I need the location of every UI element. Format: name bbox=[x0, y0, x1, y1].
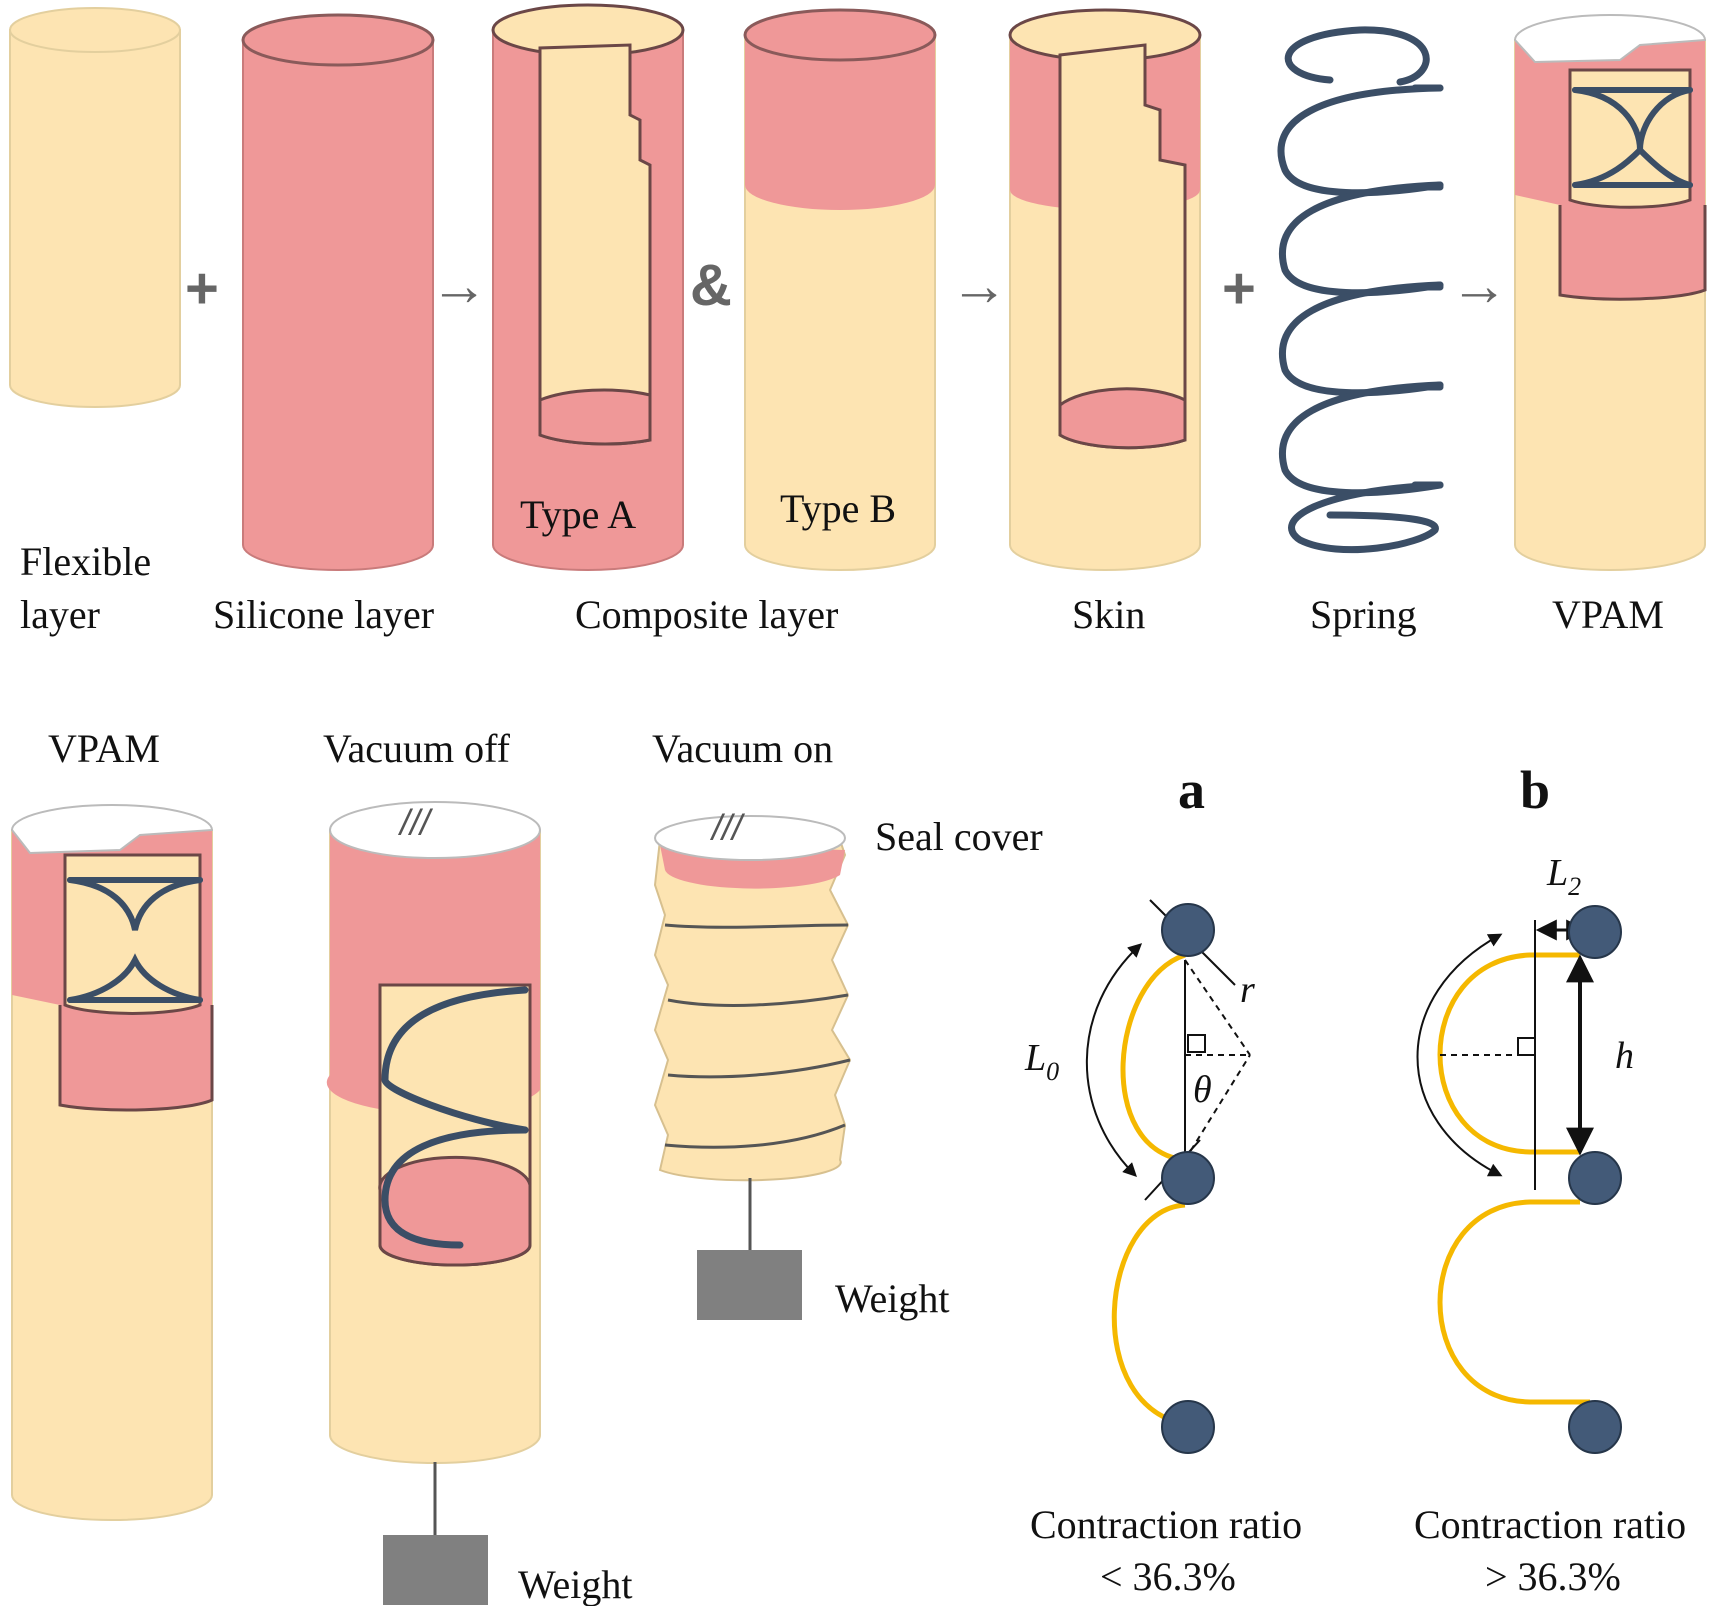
L0-symbol: L0 bbox=[1024, 1037, 1059, 1086]
vacuum-off-label: Vacuum off bbox=[323, 726, 511, 771]
vpam-bottom-label: VPAM bbox=[48, 726, 160, 771]
flexible-layer-label-line2: layer bbox=[20, 592, 100, 637]
panel-a-letter: a bbox=[1178, 760, 1205, 820]
vpam-assembled-top bbox=[1513, 14, 1707, 571]
type-a-cylinder bbox=[491, 3, 685, 571]
skin-label: Skin bbox=[1072, 592, 1145, 637]
seal-cover-label: Seal cover bbox=[875, 814, 1043, 859]
panel-b-caption-line2: > 36.3% bbox=[1485, 1554, 1621, 1599]
composite-layer-label: Composite layer bbox=[575, 592, 838, 637]
type-b-label: Type B bbox=[780, 486, 896, 531]
r-symbol: r bbox=[1240, 969, 1255, 1011]
node-b-middle bbox=[1568, 1151, 1622, 1205]
node-a-top bbox=[1161, 903, 1215, 957]
L2-symbol: L2 bbox=[1546, 852, 1581, 901]
skin-cylinder bbox=[1008, 8, 1202, 571]
node-b-top bbox=[1568, 905, 1622, 959]
panel-a-caption-line2: < 36.3% bbox=[1100, 1554, 1236, 1599]
vacuum-on-cylinder: /// bbox=[653, 807, 852, 1320]
node-a-bottom bbox=[1161, 1400, 1215, 1454]
vacuum-on-label: Vacuum on bbox=[652, 726, 833, 771]
spring-coil bbox=[1277, 26, 1444, 554]
silicone-layer-label: Silicone layer bbox=[213, 592, 434, 637]
panel-b-caption-line1: Contraction ratio bbox=[1414, 1502, 1686, 1547]
plus-operator-2: + bbox=[1222, 256, 1256, 321]
hatch-mark-off: /// bbox=[397, 802, 434, 843]
hatch-mark-on: /// bbox=[709, 807, 746, 848]
panel-a-caption-line1: Contraction ratio bbox=[1030, 1502, 1302, 1547]
panel-b-diagram bbox=[1416, 905, 1622, 1454]
flexible-layer-cylinder bbox=[9, 7, 181, 408]
weight-block-on bbox=[697, 1250, 802, 1320]
panel-a-diagram bbox=[1085, 899, 1251, 1454]
type-a-label: Type A bbox=[520, 492, 636, 537]
vpam-top-label: VPAM bbox=[1552, 592, 1664, 637]
node-a-middle bbox=[1161, 1151, 1215, 1205]
and-operator: & bbox=[690, 253, 732, 318]
flexible-layer-label-line1: Flexible bbox=[20, 539, 151, 584]
node-b-bottom bbox=[1568, 1400, 1622, 1454]
theta-symbol: θ bbox=[1193, 1069, 1212, 1111]
h-symbol: h bbox=[1615, 1035, 1634, 1077]
plus-operator-1: + bbox=[185, 256, 219, 321]
arrow-operator-1: → bbox=[430, 253, 488, 318]
arrow-operator-3: → bbox=[1450, 253, 1508, 318]
silicone-layer-cylinder bbox=[241, 13, 435, 571]
arrow-operator-2: → bbox=[950, 253, 1008, 318]
weight-block-off bbox=[383, 1535, 488, 1605]
weight-on-label: Weight bbox=[835, 1276, 950, 1321]
vpam-bottom-cylinder bbox=[10, 804, 214, 1521]
type-b-cylinder bbox=[743, 8, 937, 571]
vacuum-off-cylinder: /// bbox=[326, 801, 541, 1605]
panel-b-letter: b bbox=[1520, 760, 1550, 820]
weight-off-label: Weight bbox=[518, 1562, 633, 1606]
spring-label: Spring bbox=[1310, 592, 1417, 637]
